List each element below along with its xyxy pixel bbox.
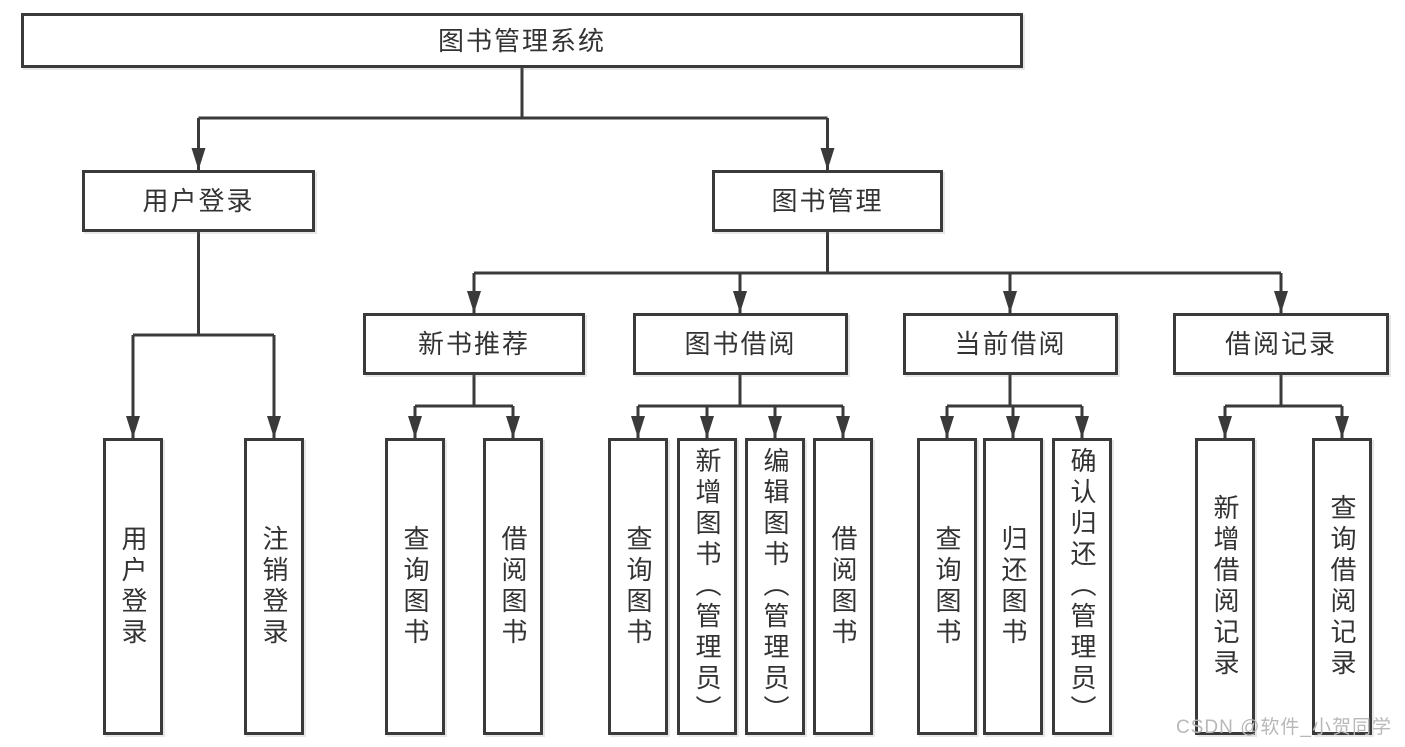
- leaf-confirm-return-admin: 确认归还（管理员）: [1052, 438, 1112, 735]
- leaf-label: 查询图书: [623, 524, 653, 649]
- leaf-add-borrow-record: 新增借阅记录: [1195, 438, 1255, 735]
- leaf-label: 查询图书: [932, 524, 962, 649]
- node-new-book-recommendation: 新书推荐: [363, 313, 585, 375]
- node-borrowing-records: 借阅记录: [1173, 313, 1389, 375]
- leaf-borrow-books-recommend: 借阅图书: [483, 438, 543, 735]
- node-book-borrowing: 图书借阅: [633, 313, 848, 375]
- node-label: 当前借阅: [954, 329, 1067, 359]
- leaf-label: 新增借阅记录: [1210, 493, 1240, 680]
- leaf-label: 新增图书（管理员）: [692, 447, 722, 726]
- leaf-return-books: 归还图书: [983, 438, 1043, 735]
- leaf-label: 编辑图书（管理员）: [760, 447, 790, 726]
- leaf-label: 归还图书: [998, 524, 1028, 649]
- leaf-user-login: 用户登录: [103, 438, 163, 735]
- leaf-query-books-current: 查询图书: [917, 438, 977, 735]
- leaf-label: 用户登录: [118, 524, 148, 649]
- node-label: 图书管理: [771, 186, 884, 216]
- leaf-label: 确认归还（管理员）: [1067, 447, 1097, 726]
- leaf-edit-books-admin: 编辑图书（管理员）: [745, 438, 805, 735]
- leaf-logout: 注销登录: [244, 438, 304, 735]
- leaf-label: 查询图书: [400, 524, 430, 649]
- leaf-label: 查询借阅记录: [1327, 493, 1357, 680]
- leaf-query-books-borrow: 查询图书: [608, 438, 668, 735]
- csdn-watermark: CSDN @软件_小贺同学: [1176, 717, 1392, 738]
- connector-arrows: [126, 118, 1349, 438]
- node-root-library-system: 图书管理系统: [21, 13, 1023, 68]
- leaf-query-books-recommend: 查询图书: [385, 438, 445, 735]
- node-user-login: 用户登录: [82, 170, 315, 232]
- node-label: 借阅记录: [1224, 329, 1337, 359]
- node-label: 用户登录: [142, 186, 255, 216]
- leaf-query-borrow-record: 查询借阅记录: [1312, 438, 1372, 735]
- leaf-label: 注销登录: [259, 524, 289, 649]
- node-current-borrowing: 当前借阅: [903, 313, 1118, 375]
- leaf-borrow-books: 借阅图书: [813, 438, 873, 735]
- leaf-label: 借阅图书: [828, 524, 858, 649]
- leaf-add-books-admin: 新增图书（管理员）: [677, 438, 737, 735]
- node-label: 图书借阅: [684, 329, 797, 359]
- connector-trunks: [133, 68, 1342, 408]
- node-label: 新书推荐: [417, 329, 530, 359]
- node-book-management: 图书管理: [712, 170, 943, 232]
- leaf-label: 借阅图书: [498, 524, 528, 649]
- node-label: 图书管理系统: [437, 25, 606, 56]
